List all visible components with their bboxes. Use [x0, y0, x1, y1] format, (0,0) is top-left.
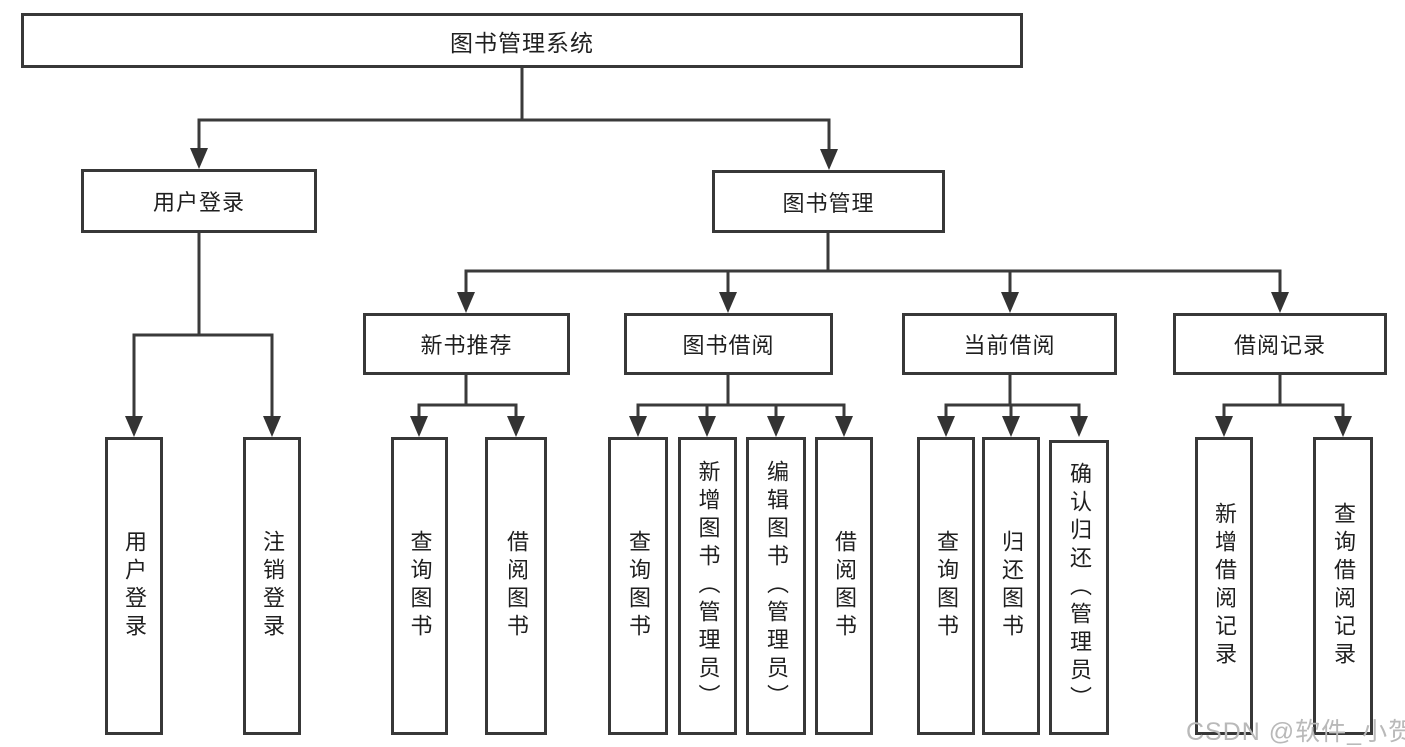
- leaf-edit-book-admin: 编辑图书（管理员）: [746, 437, 806, 735]
- connector-borrowrecord-to-leaves: [1215, 375, 1352, 437]
- node-new-book-recommendation: 新书推荐: [363, 313, 570, 375]
- connector-bookborrow-to-leaves: [629, 375, 853, 437]
- leaf-query-books-borrowing: 查询图书: [608, 437, 668, 735]
- leaf-query-books-recommend: 查询图书: [391, 437, 448, 735]
- node-book-management: 图书管理: [712, 170, 945, 233]
- leaf-confirm-return-admin: 确认归还（管理员）: [1049, 440, 1109, 735]
- leaf-logout-login: 注销登录: [243, 437, 301, 735]
- connector-userlogin-to-leaves: [125, 233, 281, 437]
- node-library-management-system: 图书管理系统: [21, 13, 1023, 68]
- leaf-query-books-current: 查询图书: [917, 437, 975, 735]
- connector-root-to-level1: [190, 68, 838, 170]
- node-user-login: 用户登录: [81, 169, 317, 233]
- leaf-add-borrow-record: 新增借阅记录: [1195, 437, 1253, 735]
- leaf-add-book-admin: 新增图书（管理员）: [678, 437, 737, 735]
- connector-currentborrow-to-leaves: [937, 375, 1088, 437]
- csdn-watermark: CSDN @软件_小贺同学: [1186, 718, 1405, 746]
- connector-bookmgmt-to-level2: [457, 233, 1289, 313]
- leaf-borrow-books-borrowing: 借阅图书: [815, 437, 873, 735]
- leaf-return-books: 归还图书: [982, 437, 1040, 735]
- leaf-query-borrow-record: 查询借阅记录: [1313, 437, 1373, 735]
- leaf-user-login: 用户登录: [105, 437, 163, 735]
- node-book-borrowing: 图书借阅: [624, 313, 833, 375]
- leaf-borrow-books-recommend: 借阅图书: [485, 437, 547, 735]
- node-borrowing-records: 借阅记录: [1173, 313, 1387, 375]
- connector-newbook-to-leaves: [410, 375, 525, 437]
- node-current-borrowing: 当前借阅: [902, 313, 1117, 375]
